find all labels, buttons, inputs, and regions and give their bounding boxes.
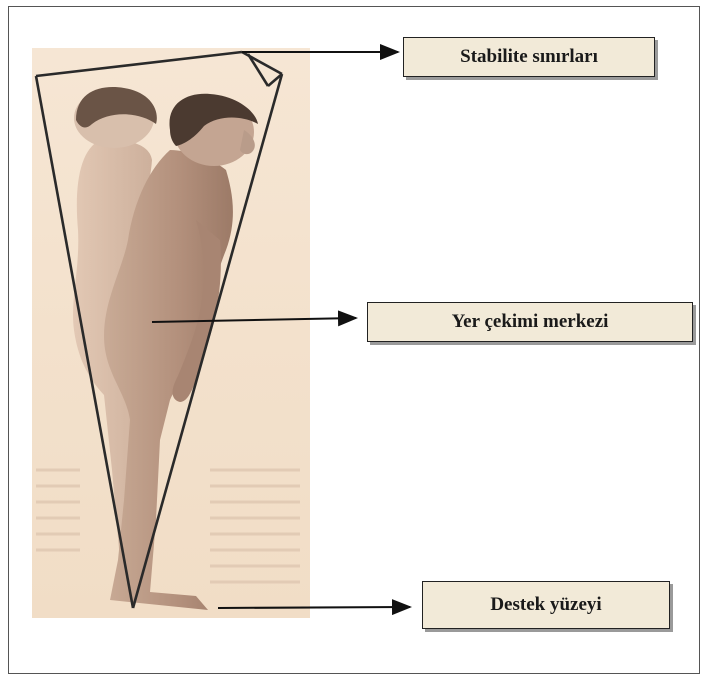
support-arrow (218, 607, 410, 608)
center-of-gravity-label: Yer çekimi merkezi (367, 302, 693, 342)
stability-limits-label: Stabilite sınırları (403, 37, 655, 77)
support-surface-label: Destek yüzeyi (422, 581, 670, 629)
